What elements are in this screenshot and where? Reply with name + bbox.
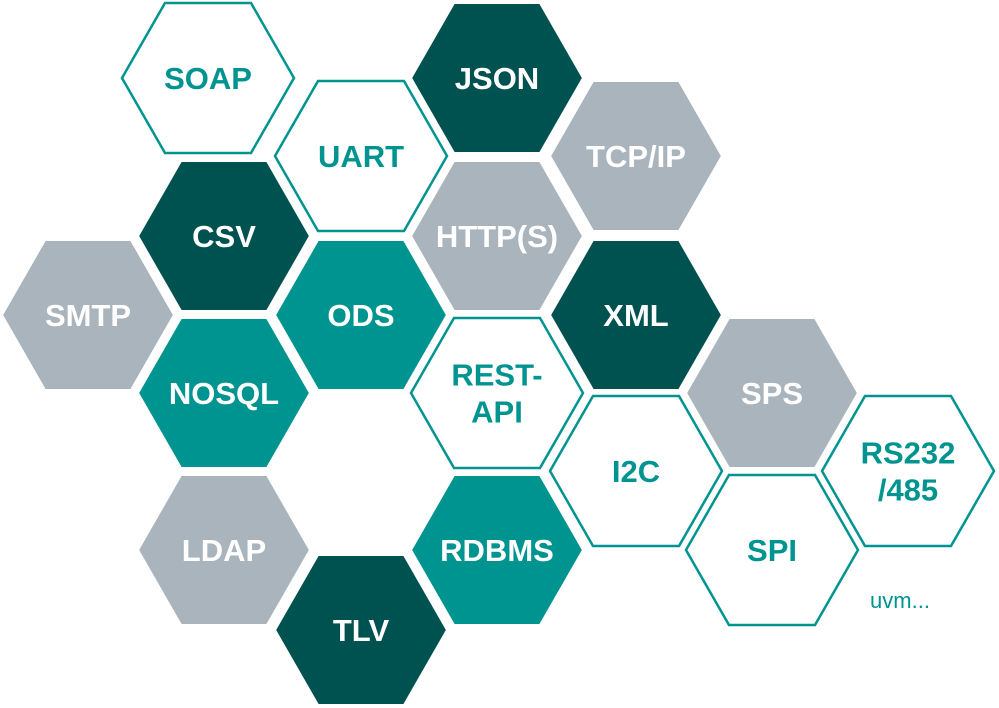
hex-uart-shape xyxy=(273,79,449,233)
hex-spi: SPI xyxy=(684,473,860,627)
hex-ldap-shape xyxy=(136,474,312,626)
hex-json-shape xyxy=(409,1,585,154)
hex-soap-shape xyxy=(120,1,296,155)
hex-i2c-shape xyxy=(548,394,724,548)
hex-spi-label: SPI xyxy=(747,533,797,568)
etc-label: uvm... xyxy=(870,588,930,613)
hex-https: HTTP(S) xyxy=(409,160,585,312)
hex-rest-api-shape xyxy=(409,316,585,470)
hex-ods-shape xyxy=(273,239,449,391)
hex-smtp-shape xyxy=(0,239,176,391)
hex-csv-label: CSV xyxy=(192,219,256,254)
hex-soap-label: SOAP xyxy=(164,61,252,96)
hex-xml-label: XML xyxy=(603,298,668,333)
hex-sps-label: SPS xyxy=(741,376,803,411)
hex-nosql: NOSQL xyxy=(136,317,312,469)
hex-ods: ODS xyxy=(273,239,449,391)
hex-rest-api-label: API xyxy=(471,395,523,430)
hex-csv: CSV xyxy=(136,160,312,312)
hex-spi-shape xyxy=(684,473,860,627)
hex-ods-label: ODS xyxy=(327,298,394,333)
hex-uart: UART xyxy=(273,79,449,233)
hex-xml-shape xyxy=(548,239,724,391)
hex-tcp-ip-label: TCP/IP xyxy=(586,139,686,174)
hex-json: JSON xyxy=(409,1,585,154)
hex-rdbms: RDBMS xyxy=(409,474,585,626)
hex-soap: SOAP xyxy=(120,1,296,155)
hex-csv-shape xyxy=(136,160,312,312)
hex-smtp: SMTP xyxy=(0,239,176,391)
hex-https-shape xyxy=(409,160,585,312)
hex-tcp-ip: TCP/IP xyxy=(548,80,724,232)
hex-sps-shape xyxy=(684,317,860,469)
hex-nosql-label: NOSQL xyxy=(169,376,279,411)
hex-rdbms-shape xyxy=(409,474,585,626)
hex-i2c-label: I2C xyxy=(612,454,660,489)
hex-tlv-label: TLV xyxy=(333,613,390,648)
hex-json-label: JSON xyxy=(455,61,539,96)
hex-rs232-shape xyxy=(820,394,996,548)
hex-rest-api: REST-API xyxy=(409,316,585,470)
hex-uart-label: UART xyxy=(318,139,404,174)
hex-smtp-label: SMTP xyxy=(45,298,131,333)
hex-tlv-shape xyxy=(273,554,449,706)
hex-rest-api-label: REST- xyxy=(451,358,542,393)
hex-rs232-label: /485 xyxy=(878,473,938,508)
hex-rdbms-label: RDBMS xyxy=(440,533,554,568)
hex-ldap: LDAP xyxy=(136,474,312,626)
hex-xml: XML xyxy=(548,239,724,391)
hex-sps: SPS xyxy=(684,317,860,469)
hex-tcp-ip-shape xyxy=(548,80,724,232)
hex-rs232: RS232/485 xyxy=(820,394,996,548)
hex-nosql-shape xyxy=(136,317,312,469)
hex-tlv: TLV xyxy=(273,554,449,706)
hex-ldap-label: LDAP xyxy=(182,533,266,568)
hex-rs232-label: RS232 xyxy=(861,436,956,471)
hex-i2c: I2C xyxy=(548,394,724,548)
hex-https-label: HTTP(S) xyxy=(436,219,558,254)
